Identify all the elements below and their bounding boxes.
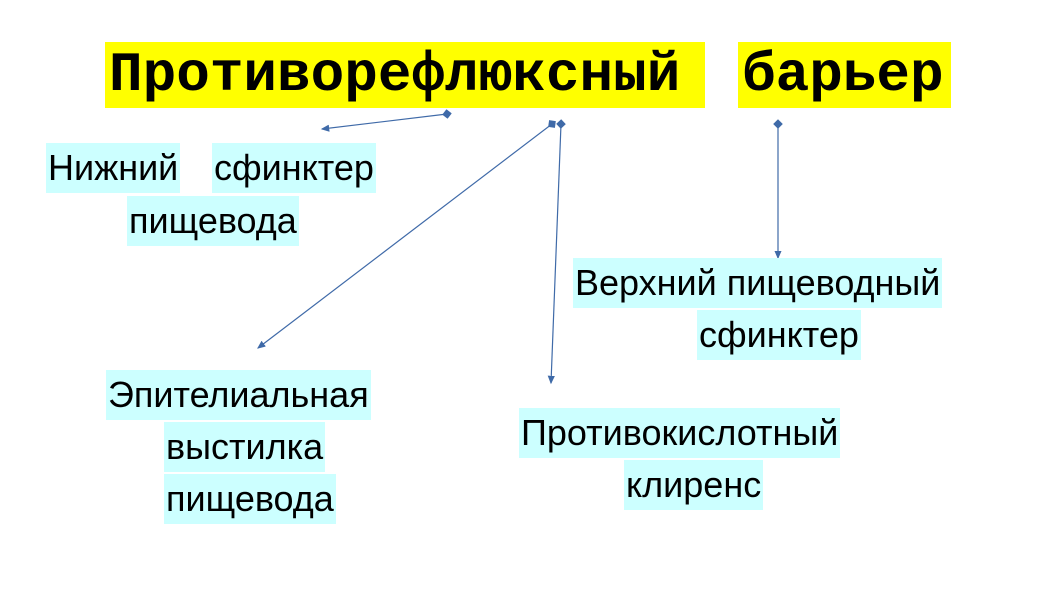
- ues-label-line1: Верхний пищеводный: [573, 258, 943, 308]
- arrow-to-les: [320, 109, 452, 132]
- clearance-label-line1: Противокислотный: [519, 408, 841, 458]
- epithelium-label-line3: пищевода: [164, 474, 336, 524]
- clearance-label-line2: клиренс: [624, 460, 764, 510]
- title-word-barrier: барьер: [738, 42, 951, 108]
- epithelium-label-line1: Эпителиальная: [106, 370, 371, 420]
- les-label-line2: пищевода: [127, 196, 299, 246]
- les-label-line1b: сфинктер: [212, 143, 376, 193]
- arrow-to-clearance: [547, 119, 566, 385]
- les-label-line1a: Нижний: [46, 143, 181, 193]
- arrow-to-epithelium: [257, 120, 556, 349]
- ues-label-line2: сфинктер: [697, 310, 861, 360]
- title-word-antireflux: Противорефлюксный: [105, 42, 705, 108]
- epithelium-label-line2: выстилка: [164, 422, 326, 472]
